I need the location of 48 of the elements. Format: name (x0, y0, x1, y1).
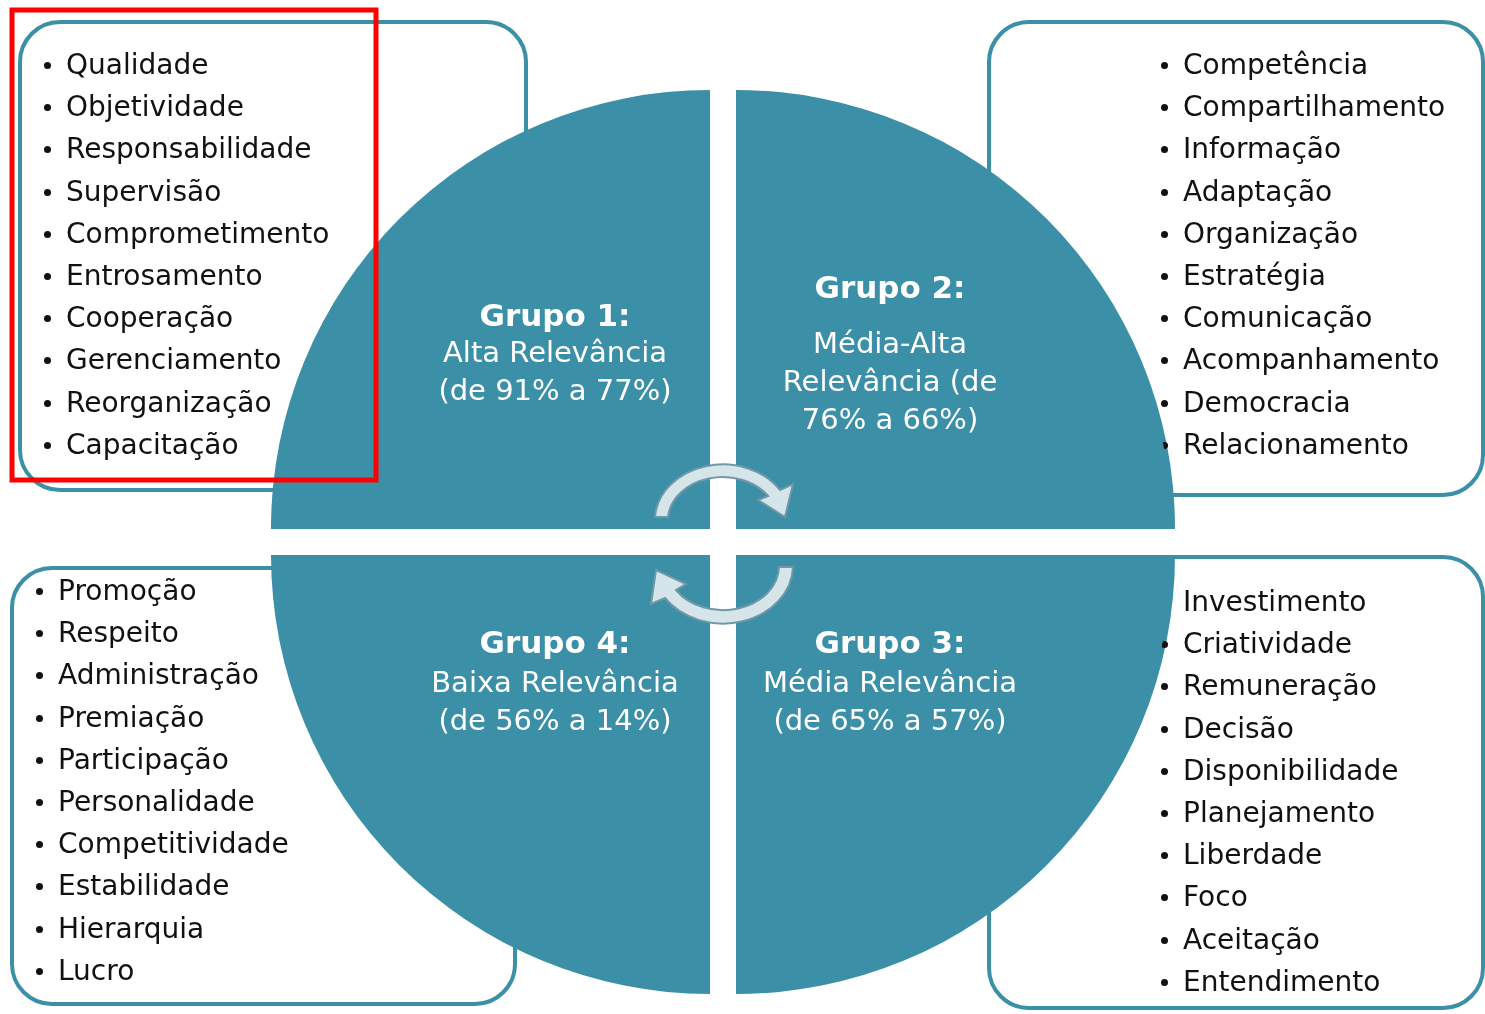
list-item: Capacitação (66, 427, 239, 461)
list-item: Qualidade (66, 48, 209, 81)
list-item: Informação (1183, 132, 1342, 166)
list-item: Investimento (1183, 585, 1367, 618)
list-item: Comunicação (1183, 301, 1373, 335)
list-item: Competitividade (58, 827, 289, 861)
list-item: Adaptação (1183, 174, 1333, 208)
list-item: Gerenciamento (66, 343, 282, 377)
list-item: Personalidade (58, 785, 255, 818)
list-item: Aceitação (1183, 922, 1320, 956)
list-item: Comprometimento (66, 216, 330, 250)
list-item: Liberdade (1183, 838, 1323, 872)
list-item: Disponibilidade (1183, 753, 1399, 787)
list-item: Lucro (58, 953, 135, 987)
list-item: Entrosamento (66, 259, 263, 292)
list-item: Acompanhamento (1183, 343, 1440, 377)
list-item: Planejamento (1183, 796, 1376, 829)
list-item: Respeito (58, 616, 179, 650)
group-description: Baixa Relevância (de 56% a 14%) (430, 664, 680, 739)
group-title: Grupo 3: (813, 623, 967, 661)
list-item: Administração (58, 658, 259, 692)
list-item: Responsabilidade (66, 132, 312, 166)
list-item: Supervisão (66, 174, 222, 208)
group-description: Alta Relevância (de 91% a 77%) (437, 334, 673, 409)
list-item: Hierarquia (58, 911, 205, 945)
list-item: Promoção (58, 574, 197, 607)
list-item: Democracia (1183, 385, 1351, 419)
list-item: Premiação (58, 700, 205, 734)
list-item: Estabilidade (58, 869, 230, 903)
list-item: Remuneração (1183, 669, 1377, 703)
list-item: Foco (1183, 880, 1248, 914)
list-item: Estratégia (1183, 259, 1326, 292)
list-item: Participação (58, 742, 229, 776)
list-item: Objetividade (66, 90, 244, 124)
list-item: Entendimento (1183, 964, 1381, 998)
list-item: Compartilhamento (1183, 90, 1446, 124)
list-item: Relacionamento (1183, 427, 1409, 461)
group-title: Grupo 2: (813, 268, 967, 306)
list-item: Criatividade (1183, 627, 1353, 661)
list-item: Reorganização (66, 385, 272, 419)
group-description: Média-Alta Relevância (de 76% a 66%) (781, 325, 999, 438)
list-item: Cooperação (66, 301, 234, 335)
list-item: Organização (1183, 216, 1359, 250)
list-item: Competência (1183, 48, 1369, 81)
list-item: Decisão (1183, 711, 1294, 745)
group-title: Grupo 4: (478, 623, 632, 661)
group-title: Grupo 1: (478, 296, 632, 334)
group-description: Média Relevância (de 65% a 57%) (762, 664, 1018, 739)
